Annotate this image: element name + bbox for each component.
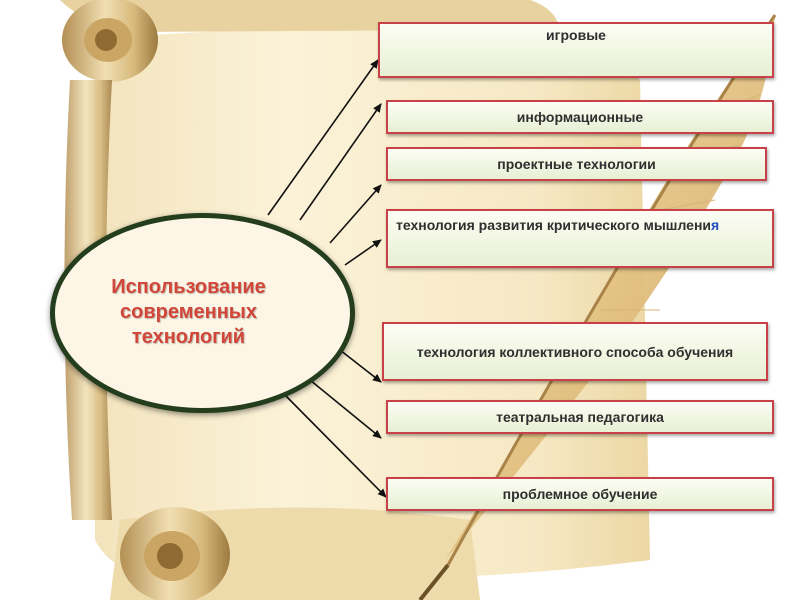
arrow-to-branch-5: [340, 350, 381, 382]
branch-box-project: проектные технологии: [386, 147, 767, 181]
branch-box-collective-learning: технология коллективного способа обучени…: [382, 322, 768, 381]
arrow-to-branch-3: [330, 185, 381, 243]
branch-box-critical-thinking: технология развития критического мышлени…: [386, 209, 774, 268]
branch-box-information: информационные: [386, 100, 774, 134]
branch-box-gaming: игровые: [378, 22, 774, 78]
arrow-to-branch-7: [285, 395, 386, 497]
arrow-to-branch-2: [300, 104, 381, 220]
branch-label-problem-learning: проблемное обучение: [497, 486, 664, 502]
branch-label-information: информационные: [511, 109, 649, 125]
arrow-to-branch-1: [268, 60, 378, 215]
branch-label-gaming: игровые: [380, 24, 772, 43]
branch-label-collective-learning: технология коллективного способа обучени…: [411, 342, 739, 362]
arrow-to-branch-6: [310, 380, 381, 438]
branch-box-theater-pedagogy: театральная педагогика: [386, 400, 774, 434]
center-label: Использование современных технологий: [79, 275, 299, 350]
center-node: Использование современных технологий: [50, 213, 355, 413]
branch-label-theater-pedagogy: театральная педагогика: [490, 409, 670, 425]
arrow-to-branch-4: [345, 240, 381, 265]
branch-label-critical-thinking: технология развития критического мышлени…: [388, 211, 772, 235]
branch-label-project: проектные технологии: [491, 156, 662, 172]
branch-box-problem-learning: проблемное обучение: [386, 477, 774, 511]
